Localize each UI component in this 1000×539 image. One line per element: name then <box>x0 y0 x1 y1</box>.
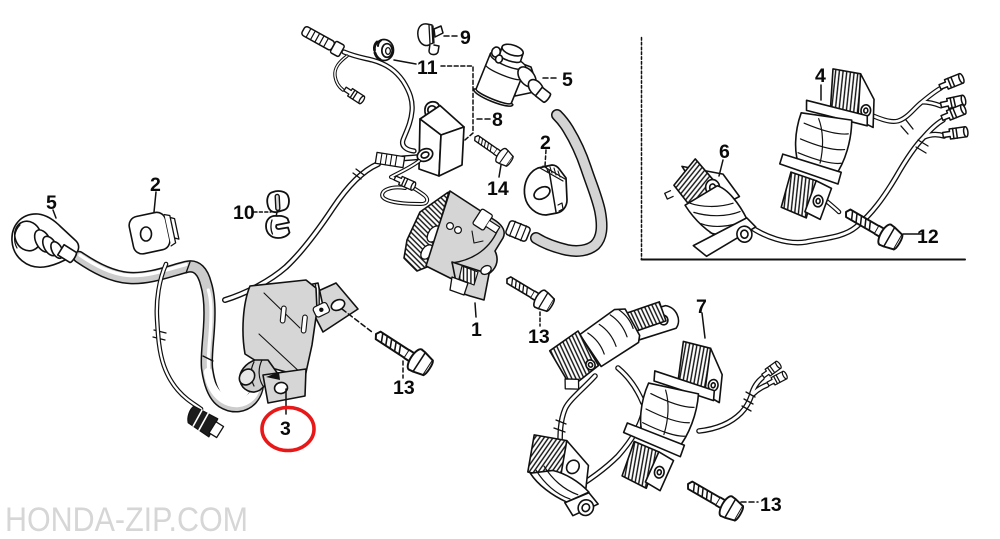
svg-text:11: 11 <box>417 57 438 79</box>
svg-text:13: 13 <box>528 326 550 348</box>
svg-text:7: 7 <box>696 296 707 318</box>
svg-text:14: 14 <box>487 178 509 200</box>
svg-text:HONDA-ZIP.COM: HONDA-ZIP.COM <box>5 501 248 539</box>
svg-text:6: 6 <box>719 141 730 163</box>
svg-text:2: 2 <box>540 132 551 154</box>
svg-text:3: 3 <box>280 418 291 440</box>
svg-text:5: 5 <box>46 192 57 214</box>
svg-text:10: 10 <box>233 202 255 224</box>
svg-text:1: 1 <box>471 319 482 341</box>
svg-text:12: 12 <box>917 226 939 248</box>
svg-text:13: 13 <box>393 377 415 399</box>
svg-text:2: 2 <box>150 174 161 196</box>
svg-text:5: 5 <box>562 69 573 91</box>
svg-text:9: 9 <box>460 27 471 49</box>
svg-text:8: 8 <box>492 109 503 131</box>
svg-text:4: 4 <box>815 65 826 87</box>
svg-text:13: 13 <box>760 494 782 516</box>
